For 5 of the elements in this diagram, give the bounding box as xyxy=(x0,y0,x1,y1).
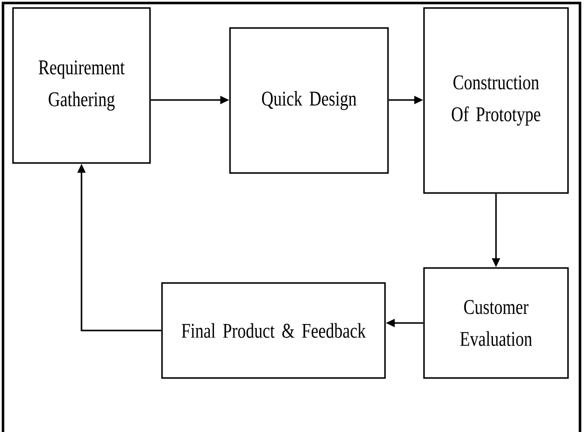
process-box: Customer Evaluation xyxy=(423,267,569,379)
process-box: Quick Design xyxy=(229,27,389,174)
process-box: Requirement Gathering xyxy=(12,7,151,164)
process-box: Construction Of Prototype xyxy=(423,7,569,194)
process-box: Final Product & Feedback xyxy=(161,282,386,379)
